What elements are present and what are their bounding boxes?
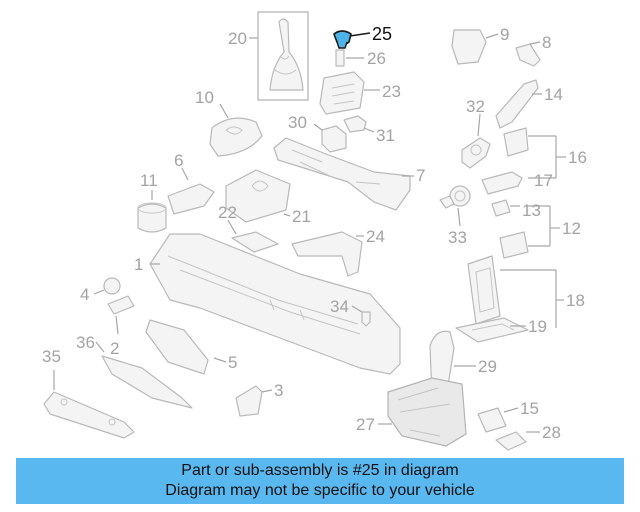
part-22-frame xyxy=(231,231,279,253)
callout-8: 8 xyxy=(542,33,551,52)
leader-30 xyxy=(313,123,323,131)
part-26-pin xyxy=(335,49,345,67)
callout-3: 3 xyxy=(274,381,283,400)
info-banner: Part or sub-assembly is #25 in diagram D… xyxy=(16,458,624,504)
callout-10: 10 xyxy=(195,88,214,107)
part-33-lighter-ring xyxy=(439,185,471,209)
part-16-switch xyxy=(503,127,529,157)
callout-1: 1 xyxy=(134,255,143,274)
callout-17: 17 xyxy=(534,171,553,190)
part-12-switch-panel xyxy=(499,231,529,259)
part-4-knob xyxy=(103,277,121,295)
part-27-base-assembly xyxy=(387,377,467,447)
callout-9: 9 xyxy=(500,25,509,44)
callout-7: 7 xyxy=(416,166,425,185)
part-32-socket xyxy=(461,137,491,169)
callout-6: 6 xyxy=(174,151,183,170)
part-23-shifter-plate xyxy=(319,71,365,115)
leader-34 xyxy=(351,305,363,313)
callout-27: 27 xyxy=(356,415,375,434)
callout-12: 12 xyxy=(562,219,581,238)
part-5-armrest-panel xyxy=(145,319,209,375)
callout-11: 11 xyxy=(140,171,158,190)
banner-line-1: Part or sub-assembly is #25 in diagram xyxy=(181,462,459,479)
part-7-upper-trim xyxy=(273,137,411,211)
part-13-button xyxy=(491,199,511,217)
part-3-bracket xyxy=(235,385,263,417)
callout-30: 30 xyxy=(288,113,307,132)
leader-21 xyxy=(283,213,291,217)
callout-22: 22 xyxy=(218,203,237,222)
part-21-shift-boot xyxy=(225,169,291,223)
leader-3 xyxy=(261,389,273,393)
leader-32 xyxy=(477,113,481,137)
part-34-screw xyxy=(361,311,371,327)
callout-26: 26 xyxy=(367,49,386,68)
part-30-clip xyxy=(321,125,347,153)
leader-8 xyxy=(529,41,541,45)
callout-35: 35 xyxy=(42,347,61,366)
part-2-clip xyxy=(107,295,135,315)
callout-19: 19 xyxy=(528,317,547,336)
part-15-pad xyxy=(477,407,507,433)
callout-13: 13 xyxy=(522,201,541,220)
leader-5 xyxy=(213,357,227,363)
callout-15: 15 xyxy=(520,399,539,418)
callout-25: 25 xyxy=(372,24,392,44)
leader-22 xyxy=(227,219,237,235)
part-9-trim-piece xyxy=(451,29,487,65)
part-24-bracket xyxy=(291,231,363,277)
callout-29: 29 xyxy=(478,357,497,376)
part-19-tray xyxy=(455,317,529,343)
leader-36 xyxy=(95,341,105,353)
callout-24: 24 xyxy=(366,227,385,246)
part-11-mount xyxy=(137,202,167,233)
callout-16: 16 xyxy=(568,148,587,167)
leader-4 xyxy=(93,289,105,295)
part-20-shift-boot-inset xyxy=(257,11,309,101)
leader-31 xyxy=(363,127,375,133)
callout-28: 28 xyxy=(542,423,561,442)
callout-2: 2 xyxy=(110,339,119,358)
callout-14: 14 xyxy=(544,85,563,104)
callout-21: 21 xyxy=(292,207,311,226)
callout-33: 33 xyxy=(448,228,467,247)
part-31-bracket xyxy=(343,115,367,133)
callout-20: 20 xyxy=(228,29,247,48)
leader-10 xyxy=(219,103,229,119)
leader-33 xyxy=(457,207,461,227)
leader-25 xyxy=(349,32,371,37)
callout-23: 23 xyxy=(382,82,401,101)
part-17-switch-frame xyxy=(481,171,523,195)
part-8-bracket xyxy=(515,43,541,67)
callout-5: 5 xyxy=(228,353,237,372)
part-35-rail xyxy=(43,391,135,439)
callout-34: 34 xyxy=(330,297,349,316)
part-18-cupholder-panel xyxy=(467,255,501,325)
banner-line-2: Diagram may not be specific to your vehi… xyxy=(165,482,475,499)
part-1-console-body xyxy=(149,233,401,375)
callout-36: 36 xyxy=(76,333,95,352)
callout-31: 31 xyxy=(376,126,395,145)
part-28-clip xyxy=(495,431,527,451)
leader-2 xyxy=(115,315,119,335)
part-25-knob-highlighted[interactable] xyxy=(333,30,352,49)
leader-9 xyxy=(485,33,499,39)
part-14-side-trim xyxy=(495,79,539,129)
leader-15 xyxy=(503,407,519,413)
part-6-cover xyxy=(167,183,215,215)
callout-18: 18 xyxy=(566,291,585,310)
callout-32: 32 xyxy=(466,97,485,116)
leader-6 xyxy=(181,167,189,181)
part-36-side-panel xyxy=(101,355,193,409)
part-10-bezel xyxy=(209,117,263,157)
callout-4: 4 xyxy=(80,285,89,304)
